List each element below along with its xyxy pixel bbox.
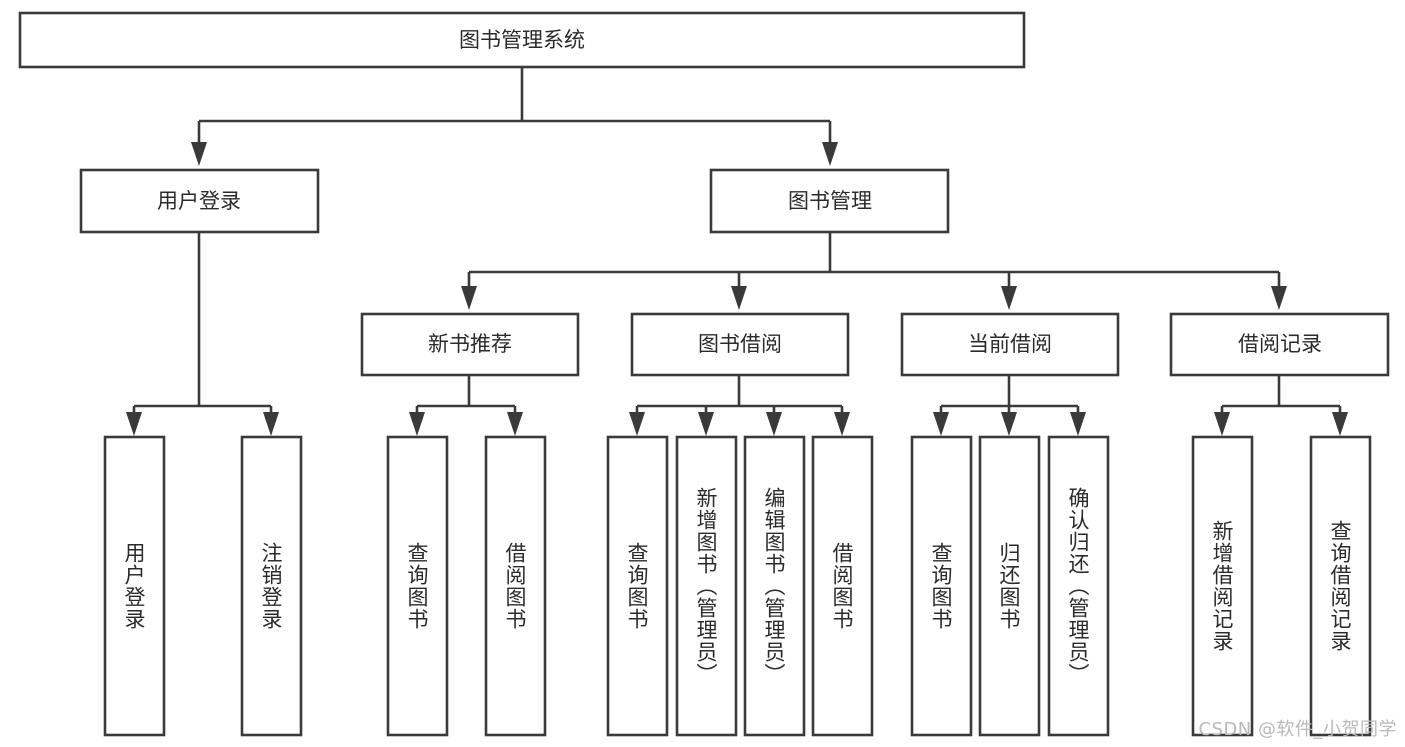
watermark: CSDN @软件_小贺同学 <box>1198 719 1397 740</box>
node-leaf-return-book-label: 归还图书 <box>997 542 1021 630</box>
node-new-book-recommend-label: 新书推荐 <box>428 332 512 356</box>
node-leaf-add-book-box[interactable] <box>675 435 738 737</box>
node-leaf-borrow-book-1[interactable]: 借阅图书 <box>484 435 547 737</box>
node-leaf-add-record-label: 新增借阅记录 <box>1210 520 1234 652</box>
node-user-login-box[interactable] <box>79 168 320 234</box>
node-leaf-confirm-return-box[interactable] <box>1047 435 1110 737</box>
node-leaf-confirm-return-label: 确认归还（管理员） <box>1066 487 1090 685</box>
connector-group-user-login <box>126 232 279 436</box>
node-leaf-user-login-label: 用户登录 <box>122 542 146 630</box>
node-leaf-user-login-box[interactable] <box>103 435 166 737</box>
node-leaf-logout-login[interactable]: 注销登录 <box>240 435 303 737</box>
node-leaf-return-book-box[interactable] <box>978 435 1041 737</box>
node-user-login[interactable]: 用户登录 <box>79 168 320 234</box>
node-leaf-add-book[interactable]: 新增图书（管理员） <box>675 435 738 737</box>
node-current-borrow[interactable]: 当前借阅 <box>900 312 1120 377</box>
node-leaf-logout-login-box[interactable] <box>240 435 303 737</box>
arrow-head-book-management <box>822 142 838 166</box>
node-leaf-confirm-return[interactable]: 确认归还（管理员） <box>1047 435 1110 737</box>
node-leaf-borrow-book-2[interactable]: 借阅图书 <box>811 435 874 737</box>
node-leaf-edit-book-label: 编辑图书（管理员） <box>762 487 786 685</box>
node-leaf-query-book-2-label: 查询图书 <box>625 542 649 630</box>
arrow-head-leaf-borrow-book-1 <box>507 412 523 436</box>
arrow-head-leaf-add-record <box>1214 412 1230 436</box>
node-borrow-record-box[interactable] <box>1169 312 1390 377</box>
arrow-head-leaf-add-book <box>698 412 714 436</box>
node-leaf-add-book-label: 新增图书（管理员） <box>694 487 718 685</box>
connector-group-current-borrow <box>933 375 1086 436</box>
node-leaf-query-book-2[interactable]: 查询图书 <box>606 435 669 737</box>
node-book-borrow[interactable]: 图书借阅 <box>630 312 850 377</box>
connector-group-book-management <box>461 232 1287 310</box>
node-leaf-query-book-1-label: 查询图书 <box>405 542 429 630</box>
node-borrow-record[interactable]: 借阅记录 <box>1169 312 1390 377</box>
arrow-head-leaf-logout-login <box>263 412 279 436</box>
node-root[interactable]: 图书管理系统 <box>18 11 1026 69</box>
node-leaf-return-book[interactable]: 归还图书 <box>978 435 1041 737</box>
arrow-head-leaf-query-book-1 <box>409 412 425 436</box>
node-leaf-query-record-label: 查询借阅记录 <box>1328 520 1352 652</box>
node-root-box[interactable] <box>18 11 1026 69</box>
node-leaf-borrow-book-2-box[interactable] <box>811 435 874 737</box>
node-leaf-borrow-book-2-label: 借阅图书 <box>830 542 854 630</box>
node-leaf-logout-login-label: 注销登录 <box>259 542 283 630</box>
connector-group-new-book-recommend <box>409 375 523 436</box>
node-borrow-record-label: 借阅记录 <box>1238 332 1322 356</box>
node-book-borrow-box[interactable] <box>630 312 850 377</box>
connector-group-borrow-record <box>1214 375 1348 436</box>
arrow-head-leaf-query-book-3 <box>933 412 949 436</box>
arrow-head-leaf-user-login <box>126 412 142 436</box>
arrow-head-leaf-return-book <box>1001 412 1017 436</box>
node-leaf-query-book-2-box[interactable] <box>606 435 669 737</box>
node-leaf-query-book-3-label: 查询图书 <box>929 542 953 630</box>
arrow-head-leaf-query-record <box>1332 412 1348 436</box>
node-leaf-query-book-3-box[interactable] <box>910 435 973 737</box>
arrow-head-current-borrow <box>1001 286 1017 310</box>
arrow-head-book-borrow <box>731 286 747 310</box>
node-leaf-query-book-3[interactable]: 查询图书 <box>910 435 973 737</box>
arrow-head-leaf-query-book-2 <box>629 412 645 436</box>
node-book-management-box[interactable] <box>709 168 950 234</box>
node-book-management-label: 图书管理 <box>788 189 872 213</box>
node-leaf-query-book-1[interactable]: 查询图书 <box>386 435 449 737</box>
connector-group-root <box>191 67 838 166</box>
node-leaf-edit-book[interactable]: 编辑图书（管理员） <box>743 435 806 737</box>
arrow-head-leaf-confirm-return <box>1070 412 1086 436</box>
node-leaf-add-record[interactable]: 新增借阅记录 <box>1191 435 1254 737</box>
arrow-head-user-login <box>191 142 207 166</box>
node-user-login-label: 用户登录 <box>157 189 241 213</box>
arrow-head-borrow-record <box>1271 286 1287 310</box>
node-new-book-recommend[interactable]: 新书推荐 <box>360 312 580 377</box>
connector-group-book-borrow <box>629 375 850 436</box>
arrow-head-leaf-edit-book <box>766 412 782 436</box>
node-current-borrow-label: 当前借阅 <box>968 332 1052 356</box>
node-root-label: 图书管理系统 <box>459 28 585 52</box>
node-leaf-query-record-box[interactable] <box>1309 435 1372 737</box>
node-leaf-borrow-book-1-box[interactable] <box>484 435 547 737</box>
node-leaf-add-record-box[interactable] <box>1191 435 1254 737</box>
node-leaf-user-login[interactable]: 用户登录 <box>103 435 166 737</box>
node-book-borrow-label: 图书借阅 <box>698 332 782 356</box>
node-new-book-recommend-box[interactable] <box>360 312 580 377</box>
node-leaf-query-record[interactable]: 查询借阅记录 <box>1309 435 1372 737</box>
arrow-head-new-book-recommend <box>461 286 477 310</box>
node-leaf-query-book-1-box[interactable] <box>386 435 449 737</box>
node-leaf-edit-book-box[interactable] <box>743 435 806 737</box>
node-current-borrow-box[interactable] <box>900 312 1120 377</box>
node-book-management[interactable]: 图书管理 <box>709 168 950 234</box>
arrow-head-leaf-borrow-book-2 <box>834 412 850 436</box>
node-leaf-borrow-book-1-label: 借阅图书 <box>503 542 527 630</box>
